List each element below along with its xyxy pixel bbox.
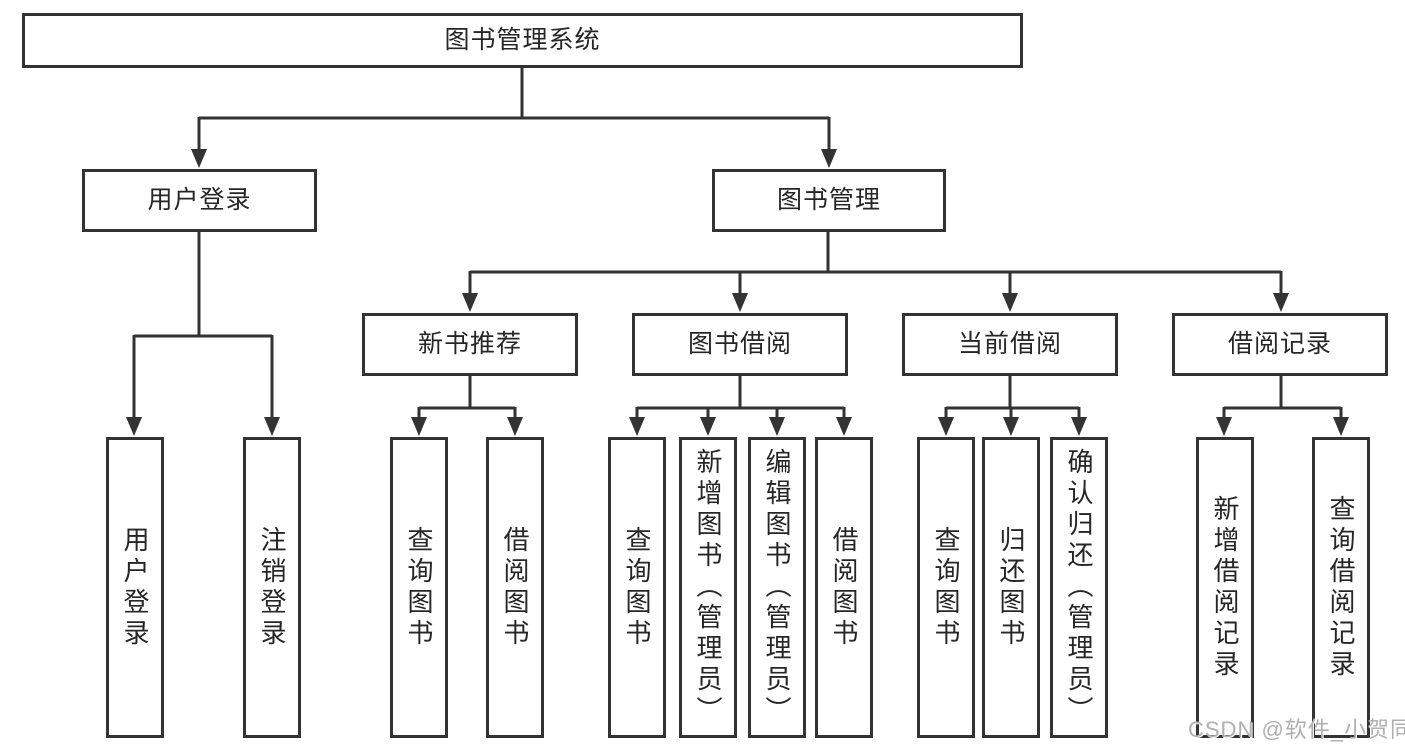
node-root: 图书管理系统 [22, 13, 1023, 68]
leaf-query-books-current-label: 查询图书 [931, 525, 961, 650]
leaf-edit-books-admin-label: 编辑图书（管理员） [762, 448, 792, 727]
node-current-borrow: 当前借阅 [902, 313, 1118, 376]
leaf-user-login: 用户登录 [106, 437, 164, 738]
leaf-query-books-borrow: 查询图书 [608, 437, 666, 738]
node-book-management-label: 图书管理 [776, 186, 881, 214]
leaf-query-books-recommend: 查询图书 [390, 437, 448, 738]
leaf-edit-books-admin: 编辑图书（管理员） [748, 437, 806, 738]
leaf-user-login-label: 用户登录 [120, 525, 150, 650]
node-book-borrow: 图书借阅 [632, 313, 848, 376]
leaf-add-borrow-record-label: 新增借阅记录 [1210, 494, 1240, 681]
node-new-book-recommend-label: 新书推荐 [417, 330, 522, 358]
leaf-query-books-borrow-label: 查询图书 [622, 525, 652, 650]
node-book-management: 图书管理 [712, 169, 946, 232]
leaf-add-books-admin: 新增图书（管理员） [679, 437, 737, 738]
node-user-login-label: 用户登录 [147, 186, 252, 214]
leaf-borrow-books-recommend: 借阅图书 [486, 437, 544, 738]
node-root-label: 图书管理系统 [444, 26, 601, 54]
leaf-confirm-return-admin-label: 确认归还（管理员） [1064, 448, 1094, 727]
arrowheads [126, 149, 1349, 436]
leaf-borrow-books: 借阅图书 [815, 437, 873, 738]
leaf-add-books-admin-label: 新增图书（管理员） [693, 448, 723, 727]
leaf-query-borrow-record: 查询借阅记录 [1312, 437, 1370, 738]
leaf-add-borrow-record: 新增借阅记录 [1196, 437, 1254, 738]
node-borrow-records-label: 借阅记录 [1227, 330, 1332, 358]
leaf-return-books: 归还图书 [982, 437, 1040, 738]
leaf-confirm-return-admin: 确认归还（管理员） [1050, 437, 1108, 738]
node-book-borrow-label: 图书借阅 [687, 330, 792, 358]
node-new-book-recommend: 新书推荐 [362, 313, 578, 376]
node-current-borrow-label: 当前借阅 [957, 330, 1062, 358]
node-user-login: 用户登录 [82, 169, 317, 232]
leaf-borrow-books-label: 借阅图书 [829, 525, 859, 650]
leaf-query-books-current: 查询图书 [917, 437, 975, 738]
leaf-borrow-books-recommend-label: 借阅图书 [500, 525, 530, 650]
leaf-logout-label: 注销登录 [257, 525, 287, 650]
leaf-return-books-label: 归还图书 [996, 525, 1026, 650]
leaf-query-borrow-record-label: 查询借阅记录 [1326, 494, 1356, 681]
watermark: CSDN @软件_小贺同学 [1188, 717, 1405, 742]
leaf-logout: 注销登录 [243, 437, 301, 738]
leaf-query-books-recommend-label: 查询图书 [404, 525, 434, 650]
node-borrow-records: 借阅记录 [1172, 313, 1388, 376]
